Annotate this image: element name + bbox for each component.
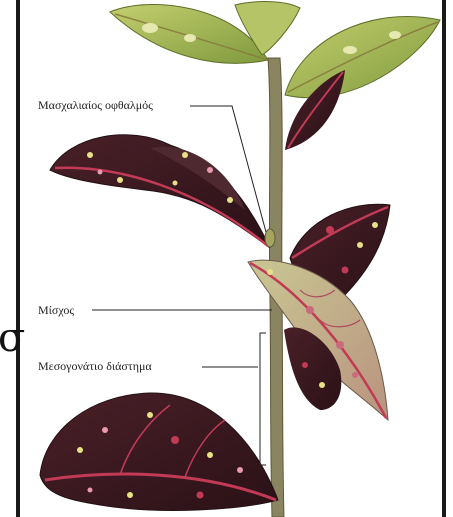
side-glyph: σ — [0, 318, 25, 358]
label-petiole: Μίσχος — [38, 303, 74, 317]
left-middle-leaf — [50, 135, 270, 248]
bottom-leaf — [40, 393, 278, 510]
right-frame-border — [442, 0, 446, 517]
label-axillary-bud: Μασχαλιαίος οφθαλμός — [38, 98, 153, 112]
internode-bracket — [260, 333, 266, 465]
left-frame-border — [16, 0, 20, 517]
top-right-leaf — [285, 17, 440, 98]
axillary-bud — [265, 229, 275, 247]
label-internode: Μεσογονάτιο διάστημα — [38, 359, 152, 373]
